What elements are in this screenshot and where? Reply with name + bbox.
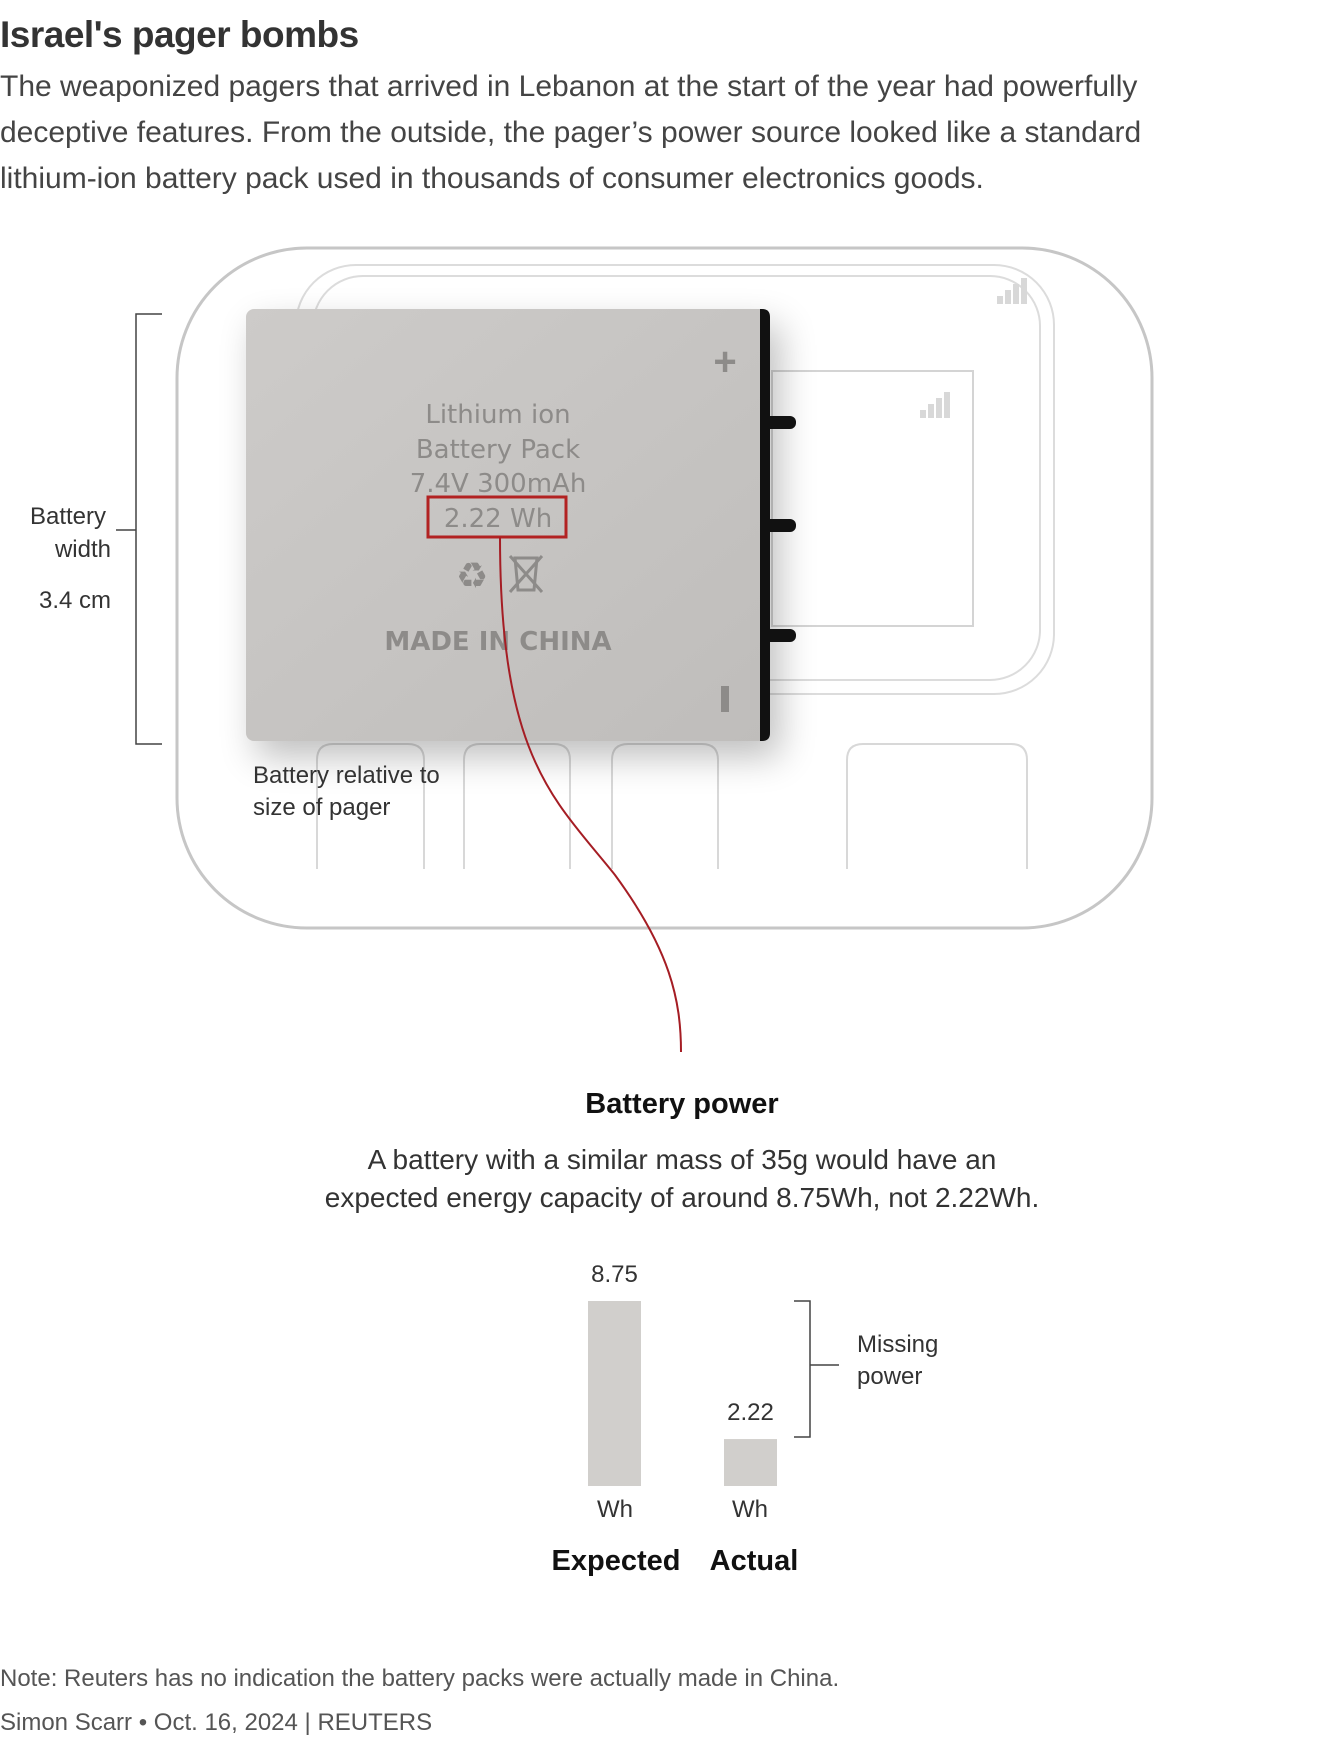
- footnote: Note: Reuters has no indication the batt…: [0, 1665, 840, 1692]
- unit-label-expected: Wh: [597, 1496, 633, 1523]
- chart-subtitle-1: A battery with a similar mass of 35g wou…: [367, 1144, 997, 1175]
- value-label-expected: 8.75: [591, 1261, 638, 1288]
- battery-wh: 2.22 Wh: [444, 504, 552, 534]
- battery-label-1: Lithium ion: [425, 400, 570, 430]
- plus-icon: +: [713, 340, 736, 384]
- missing-power-bracket: [794, 1300, 839, 1438]
- relative-caption-2: size of pager: [253, 794, 391, 821]
- pager-screen: [771, 370, 974, 627]
- credit-line: Simon Scarr • Oct. 16, 2024 | REUTERS: [0, 1709, 433, 1736]
- intro-line-2: deceptive features. From the outside, th…: [0, 116, 1142, 149]
- unit-label-actual: Wh: [732, 1496, 768, 1523]
- recycle-icon: ♻: [456, 555, 488, 596]
- bar-expected: [588, 1301, 641, 1486]
- chart-subtitle-2: expected energy capacity of around 8.75W…: [324, 1182, 1040, 1213]
- annotation-line-1: Missing: [857, 1331, 939, 1358]
- intro-line-3: lithium-ion battery pack used in thousan…: [0, 162, 984, 195]
- crossed-bin-icon: [508, 555, 544, 593]
- battery-pack: [246, 309, 770, 741]
- page-title: Israel's pager bombs: [0, 14, 359, 55]
- battery-width-value: 3.4 cm: [38, 587, 111, 614]
- relative-caption-1: Battery relative to: [253, 762, 440, 789]
- width-bracket: [116, 313, 162, 745]
- chart-title: Battery power: [585, 1088, 779, 1120]
- battery-width-label-2: width: [54, 536, 111, 563]
- battery-terminal-edge: [760, 309, 770, 741]
- battery-width-label-1: Battery: [29, 503, 106, 530]
- wh-highlight-box: [426, 495, 568, 539]
- value-label-actual: 2.22: [727, 1399, 774, 1427]
- battery-label-3: 7.4V 300mAh: [410, 469, 587, 499]
- annotation-line-2: power: [857, 1363, 923, 1390]
- category-label-expected: Expected: [551, 1545, 681, 1577]
- made-in-label: MADE IN CHINA: [384, 627, 611, 657]
- bar-actual: [724, 1439, 777, 1486]
- intro-line-1: The weaponized pagers that arrived in Le…: [0, 70, 1138, 103]
- category-label-actual: Actual: [709, 1545, 799, 1577]
- minus-icon: [721, 686, 729, 712]
- battery-label-2: Battery Pack: [416, 435, 580, 465]
- bar-chart: [588, 1301, 777, 1486]
- signal-icon: [920, 278, 1027, 418]
- callout-line: [499, 536, 682, 1053]
